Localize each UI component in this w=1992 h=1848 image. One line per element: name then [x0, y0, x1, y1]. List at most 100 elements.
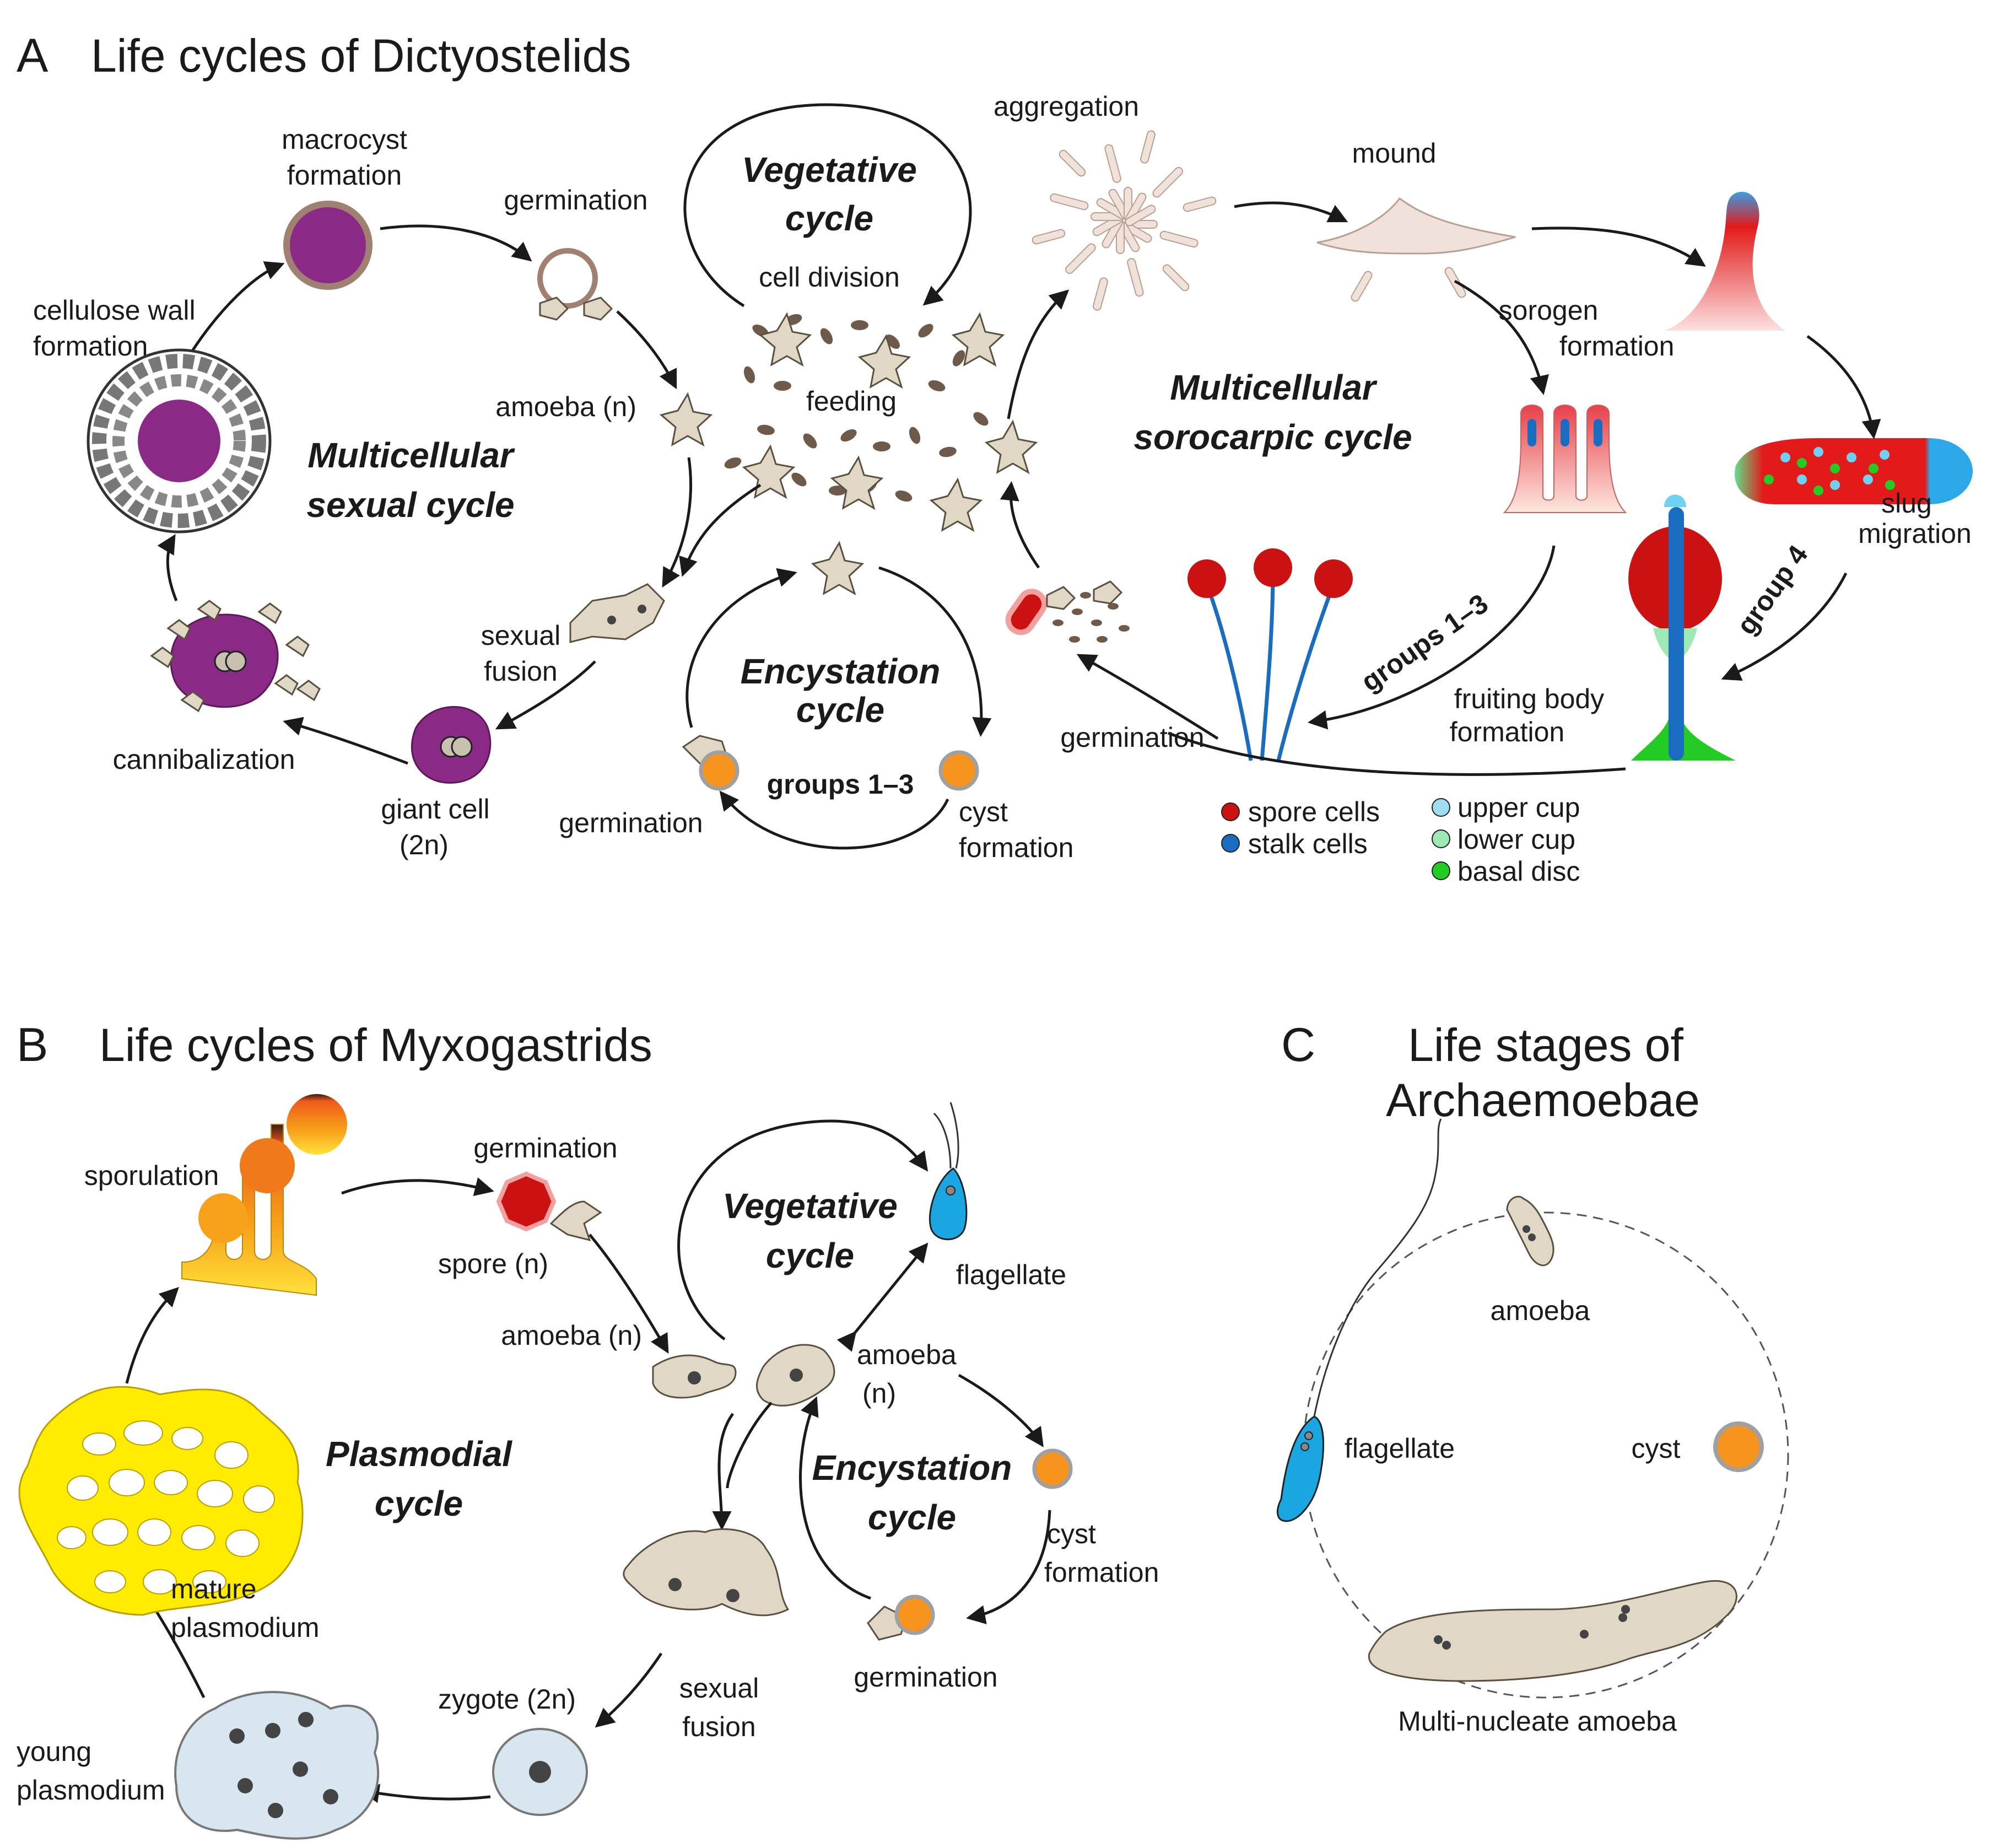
amoeba-right-icon [984, 419, 1038, 475]
sorocarpic-cycle-label-1: Multicellular [1170, 368, 1378, 407]
young-plasmodium-label-2: plasmodium [17, 1775, 165, 1806]
mature-plasmodium-label-1: mature [171, 1574, 257, 1604]
cyst-formation-label-2: formation [959, 832, 1073, 863]
panel-c-letter: C [1281, 1019, 1315, 1071]
macrocyst-icon [283, 201, 373, 290]
panel-c-title-2: Archaemoebae [1386, 1074, 1700, 1126]
cannibalization-icon [150, 600, 321, 713]
vegetative-b-label-2: cycle [766, 1236, 854, 1275]
cyst-b-icon [1032, 1448, 1073, 1489]
cyst-b-formation-label-2: formation [1044, 1557, 1159, 1588]
sorogen-icon [1503, 405, 1627, 513]
panel-b-title: Life cycles of Myxogastrids [99, 1019, 652, 1071]
encystation-cycle-label-1: Encystation [741, 651, 941, 691]
giant-cell-label-2: (2n) [400, 829, 449, 860]
sexual-fusion-b-label-1: sexual [679, 1673, 759, 1704]
spore-b-icon [496, 1171, 557, 1232]
macrocyst-label-1: macrocyst [282, 124, 407, 155]
cellulose-wall-icon [87, 348, 272, 534]
legend-upper-cup-label: upper cup [1457, 792, 1580, 823]
aggregation-icon [1032, 130, 1217, 311]
vegetative-cycle-label-2: cycle [785, 198, 873, 238]
encyst-groups-label: groups 1–3 [767, 769, 914, 800]
panel-b: B Life cycles of Myxogastrids sporulatio… [17, 1019, 1159, 1840]
panel-a-title: Life cycles of Dictyostelids [91, 30, 631, 82]
multinucleate-amoeba-label: Multi-nucleate amoeba [1398, 1706, 1677, 1737]
cyst-b-formation-label-1: cyst [1047, 1518, 1096, 1549]
legend-lower-cup-swatch [1432, 829, 1450, 848]
flagellate-b-icon [928, 1167, 968, 1241]
amoeba-b-right-label-1: amoeba [857, 1339, 957, 1370]
mature-plasmodium-icon [18, 1386, 304, 1616]
sorogen-label-1: sorogen [1499, 295, 1599, 326]
panel-a: A Life cycles of Dictyostelids Vegetativ… [17, 29, 1973, 887]
amoeba-c-label: amoeba [1491, 1295, 1590, 1326]
germinating-cyst-icon [699, 750, 739, 791]
cyst-icon [938, 750, 979, 791]
panel-b-letter: B [17, 1019, 48, 1071]
encystation-b-label-2: cycle [868, 1497, 956, 1537]
flagellate-b-label: flagellate [956, 1259, 1066, 1290]
sexual-fusion-icon [569, 583, 665, 643]
feeding-cluster [724, 312, 1005, 532]
zygote-label: zygote (2n) [438, 1684, 576, 1715]
young-plasmodium-label-1: young [17, 1736, 91, 1767]
fruiting-label-1: fruiting body [1454, 683, 1604, 714]
fruiting-label-2: formation [1450, 716, 1564, 747]
sorogen-label-2: formation [1559, 331, 1674, 362]
legend-lower-cup-label: lower cup [1457, 824, 1575, 855]
groups13-label: groups 1–3 [1356, 588, 1494, 698]
vegetative-loop-arrow [683, 103, 972, 308]
legend-upper-cup-swatch [1432, 798, 1450, 817]
group4-fruiting-body-icon [1628, 494, 1736, 761]
amoeba-b-right-label-2: (n) [862, 1378, 896, 1409]
legend-stalk-swatch [1221, 834, 1240, 853]
sexual-cycle-label-1: Multicellular [307, 435, 515, 475]
finger-icon [1664, 192, 1785, 331]
flagellate-c-icon [1276, 1415, 1325, 1522]
germinating-macrocyst-icon [537, 248, 598, 309]
sexual-fusion-b-icon [623, 1528, 790, 1617]
sporangia-icon [181, 1094, 347, 1296]
sexual-cycle-label-2: sexual cycle [306, 485, 514, 525]
cyst-c-icon [1713, 1421, 1764, 1472]
giant-cell-label-1: giant cell [381, 794, 489, 825]
legend-basal-disc-label: basal disc [1457, 856, 1580, 887]
mound-icon [1316, 197, 1516, 255]
amoeba-n-label: amoeba (n) [495, 391, 636, 422]
legend: spore cells stalk cells upper cup lower … [1221, 792, 1580, 887]
germination-top-label: germination [504, 185, 647, 215]
cyst-c-label: cyst [1632, 1433, 1681, 1464]
legend-stalk-label: stalk cells [1248, 828, 1368, 859]
cyst-formation-label-1: cyst [959, 796, 1008, 827]
slug-label-1: slug [1881, 488, 1932, 519]
mature-plasmodium-label-2: plasmodium [171, 1612, 320, 1643]
encystation-cycle-label-2: cycle [796, 690, 884, 730]
panel-c-title-1: Life stages of [1408, 1019, 1683, 1071]
legend-spore-label: spore cells [1248, 796, 1380, 827]
amoeba-icon [659, 392, 713, 447]
encyst-amoeba-icon [811, 541, 865, 596]
amoeba-c-icon [1506, 1195, 1554, 1267]
legend-basal-disc-swatch [1432, 861, 1450, 880]
vegetative-cycle-label-1: Vegetative [742, 150, 917, 190]
group4-label: group 4 [1731, 540, 1814, 640]
cell-division-label: cell division [759, 262, 900, 293]
legend-spore-swatch [1221, 802, 1240, 821]
encystation-b-label-1: Encystation [812, 1448, 1012, 1488]
macrocyst-label-2: formation [287, 160, 402, 191]
amoeba-b-left-label: amoeba (n) [501, 1320, 642, 1351]
sexual-fusion-label-2: fusion [484, 656, 557, 687]
sexual-fusion-b-label-2: fusion [682, 1711, 755, 1742]
germination-b-top-label: germination [473, 1133, 617, 1163]
multinucleate-amoeba-icon [1368, 1580, 1737, 1682]
slug-icon [1735, 438, 1973, 504]
germinating-cyst-b-icon [894, 1594, 935, 1635]
germination-cyst-label: germination [559, 807, 703, 838]
cellulose-label-2: formation [33, 331, 148, 362]
cannibalization-label: cannibalization [113, 744, 295, 775]
panel-c: C Life stages of Archaemoebae amoeba fla… [1276, 1019, 1789, 1737]
plasmodial-cycle-label-1: Plasmodial [326, 1434, 512, 1474]
slug-label-2: migration [1858, 518, 1972, 549]
